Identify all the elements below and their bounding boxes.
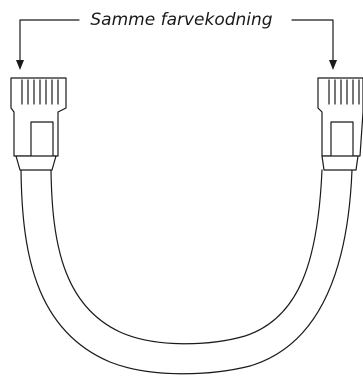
right-pointer-arrow (291, 19, 337, 70)
patch-cable (20, 169, 353, 375)
left-pointer-arrow (16, 19, 80, 70)
left-connector (10, 77, 67, 171)
left-connector-boot (15, 155, 57, 171)
right-pointer-line (291, 19, 334, 65)
cable-outer-edge (20, 169, 353, 375)
diagram-caption: Samme farvekodning (90, 10, 273, 30)
right-connector-boot (321, 155, 359, 171)
right-connector (317, 77, 363, 171)
left-arrow-head (16, 60, 24, 70)
left-pointer-line (19, 19, 80, 65)
left-connector-pins (21, 79, 59, 105)
right-arrow-head (329, 60, 337, 70)
right-connector-pins (328, 79, 360, 105)
cable-inner-edge (50, 169, 323, 345)
